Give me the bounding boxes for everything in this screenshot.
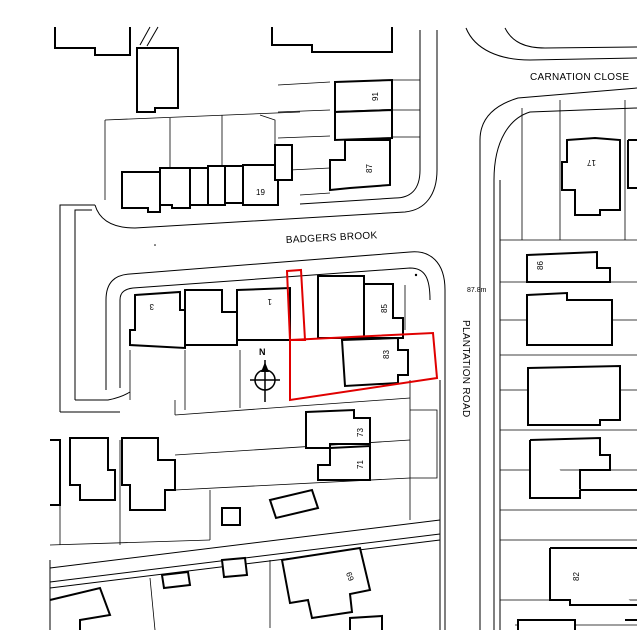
street-label-plantation-road: PLANTATION ROAD bbox=[460, 320, 471, 417]
house-number-17: 17 bbox=[587, 158, 596, 167]
north-arrow-icon: N bbox=[250, 347, 280, 402]
buildings bbox=[49, 27, 637, 630]
house-number-73: 73 bbox=[356, 428, 365, 437]
house-number-1: 1 bbox=[267, 297, 272, 306]
site-boundary bbox=[285, 268, 439, 402]
house-number-71: 71 bbox=[356, 460, 365, 469]
house-number-87: 87 bbox=[365, 164, 374, 173]
house-number-91: 91 bbox=[371, 92, 380, 101]
house-number-82: 82 bbox=[572, 572, 581, 581]
house-number-19: 19 bbox=[256, 188, 265, 197]
street-label-badgers-brook: BADGERS BROOK bbox=[286, 230, 378, 246]
spot-height: 87.8m bbox=[467, 287, 487, 294]
road-edges bbox=[49, 26, 637, 630]
house-number-83: 83 bbox=[382, 350, 391, 359]
north-label: N bbox=[259, 347, 266, 357]
house-number-3: 3 bbox=[149, 302, 154, 311]
house-number-69: 69 bbox=[344, 570, 356, 582]
street-label-carnation-close: CARNATION CLOSE bbox=[530, 72, 629, 83]
house-number-86: 86 bbox=[536, 261, 545, 270]
house-number-85: 85 bbox=[380, 304, 389, 313]
